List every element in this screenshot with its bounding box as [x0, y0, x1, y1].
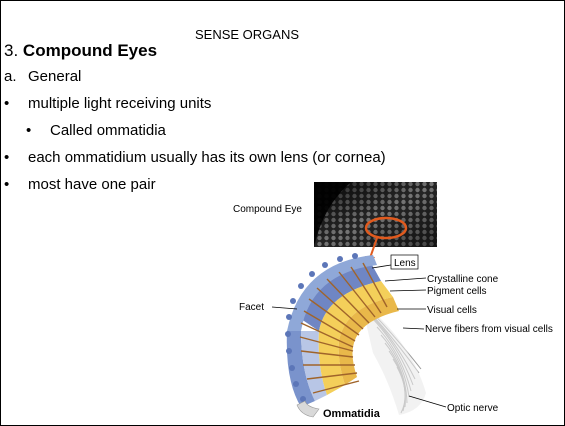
crystalline-cone-label: Crystalline cone	[427, 274, 499, 285]
optic-nerve-label: Optic nerve	[447, 403, 499, 414]
facet-label: Facet	[239, 302, 264, 313]
lens-label: Lens	[394, 258, 416, 269]
nerve-fibers-label: Nerve fibers from visual cells	[425, 324, 553, 335]
pigment-cells-label: Pigment cells	[427, 286, 486, 297]
visual-cells-label: Visual cells	[427, 305, 477, 316]
ommatidia-label: Ommatidia	[323, 408, 381, 420]
compound-eye-label: Compound Eye	[233, 204, 302, 215]
ommatidia-diagram	[285, 253, 426, 417]
